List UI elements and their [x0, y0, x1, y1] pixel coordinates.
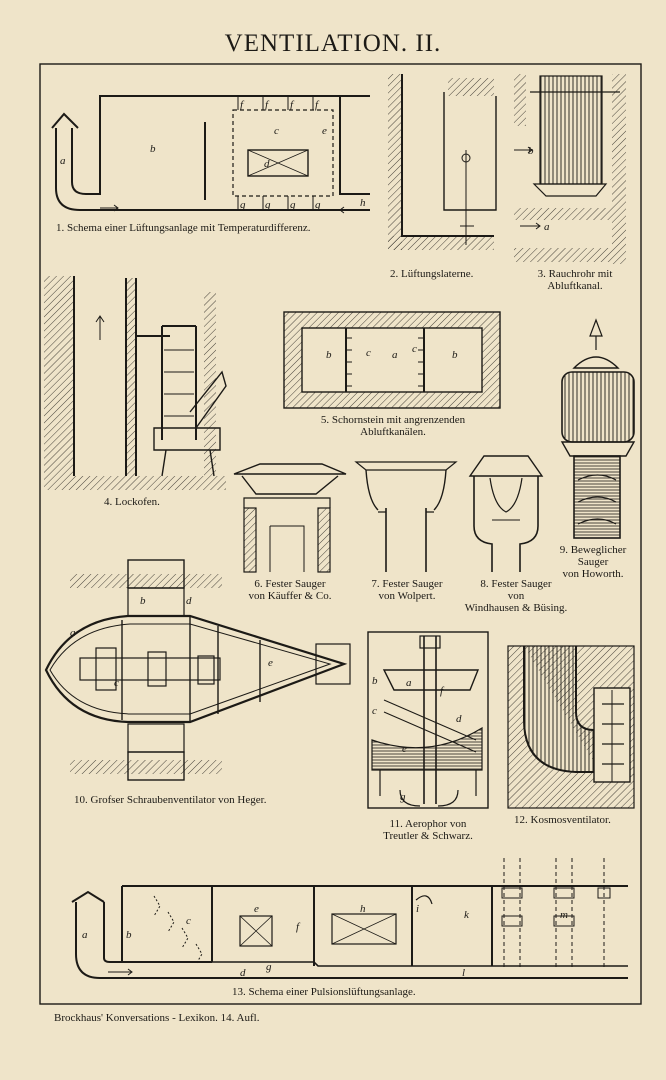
figure-13-labels: a b c d e f g h i k l m: [82, 903, 568, 979]
fig1-label-e: e: [322, 125, 327, 137]
fig11-label-g: g: [400, 791, 406, 803]
caption-fig-3-line-2: Abluftkanal.: [547, 280, 603, 292]
caption-fig-12: 12. Kosmosventilator.: [514, 814, 611, 826]
figure-5-labels: b c a c b: [326, 343, 458, 361]
caption-fig-2: 2. Lüftungslaterne.: [390, 268, 474, 280]
caption-fig-7: 7. Fester Sauger von Wolpert.: [362, 578, 452, 602]
fig1-label-f3: f: [290, 99, 295, 111]
fig1-label-f2: f: [265, 99, 270, 111]
figure-4-diagram: [44, 276, 227, 490]
fig1-label-g2: g: [265, 199, 271, 211]
figure-8-diagram: [468, 455, 544, 572]
caption-fig-9-line-3: von Howorth.: [562, 568, 624, 580]
caption-fig-3: 3. Rauchrohr mit Abluftkanal.: [520, 268, 630, 292]
figure-2-diagram: [388, 74, 497, 250]
figure-9-diagram: [560, 318, 636, 539]
fig11-label-f: f: [440, 685, 445, 697]
figure-5-diagram: [283, 311, 501, 409]
caption-fig-13: 13. Schema einer Pulsionslüftungsanlage.: [232, 986, 416, 998]
fig13-label-h: h: [360, 903, 366, 915]
fig1-label-d: d: [264, 158, 270, 170]
fig10-label-a: a: [70, 627, 76, 639]
fig11-label-a: a: [406, 677, 412, 689]
caption-fig-7-line-1: 7. Fester Sauger: [371, 578, 443, 590]
fig10-label-c: c: [114, 677, 119, 689]
fig5-label-b2: b: [452, 349, 458, 361]
fig13-label-m: m: [560, 909, 568, 921]
figure-12-diagram: [507, 645, 635, 809]
fig1-label-b: b: [150, 143, 156, 155]
fig13-label-k: k: [464, 909, 470, 921]
plate-frame: [39, 63, 642, 1005]
figure-3-diagram: [514, 74, 626, 264]
figure-1-labels: a b c d e f f f f g g g g h: [60, 99, 366, 211]
fig1-label-a: a: [60, 155, 66, 167]
fig11-label-e: e: [402, 743, 407, 755]
fig11-label-d: d: [456, 713, 462, 725]
figure-3-labels: b a: [528, 145, 550, 233]
fig3-label-a: a: [544, 221, 550, 233]
fig13-label-d: d: [240, 967, 246, 979]
fig1-label-f4: f: [315, 99, 320, 111]
fig1-label-h: h: [360, 197, 366, 209]
figure-11-labels: a b c d e f g: [372, 675, 462, 803]
caption-fig-11-line-1: 11. Aerophor von: [389, 818, 467, 830]
caption-fig-5: 5. Schornstein mit angrenzenden Abluftka…: [298, 414, 488, 438]
caption-fig-6-line-2: von Käuffer & Co.: [248, 590, 332, 602]
fig13-label-f: f: [296, 921, 301, 933]
fig13-label-g: g: [266, 961, 272, 973]
fig5-label-c2: c: [412, 343, 417, 355]
fig10-label-d: d: [186, 595, 192, 607]
caption-fig-4: 4. Lockofen.: [104, 496, 160, 508]
fig10-label-b: b: [140, 595, 146, 607]
fig13-label-b: b: [126, 929, 132, 941]
caption-fig-6: 6. Fester Sauger von Käuffer & Co.: [238, 578, 342, 602]
fig10-label-e: e: [268, 657, 273, 669]
caption-fig-3-line-1: 3. Rauchrohr mit: [537, 268, 613, 280]
fig13-label-e: e: [254, 903, 259, 915]
caption-fig-9-line-2: Sauger: [577, 556, 609, 568]
figure-10-labels: a b c d e: [70, 595, 273, 689]
fig1-label-g3: g: [290, 199, 296, 211]
fig1-label-g1: g: [240, 199, 246, 211]
fig11-label-c: c: [372, 705, 377, 717]
caption-fig-8-line-1: 8. Fester Sauger: [480, 578, 552, 590]
fig1-label-g4: g: [315, 199, 321, 211]
caption-fig-11-line-2: Treutler & Schwarz.: [383, 830, 473, 842]
caption-fig-8-line-2: von: [507, 590, 525, 602]
caption-fig-1: 1. Schema einer Lüftungsanlage mit Tempe…: [56, 222, 311, 234]
caption-fig-8: 8. Fester Sauger von Windhausen & Büsing…: [454, 578, 578, 614]
figure-13-diagram: [71, 858, 628, 979]
figure-1-diagram: [51, 95, 370, 214]
caption-fig-5-line-1: 5. Schornstein mit angrenzenden: [320, 414, 466, 426]
fig13-label-c: c: [186, 915, 191, 927]
fig5-label-c1: c: [366, 347, 371, 359]
figure-10-diagram: [44, 559, 351, 781]
figure-7-diagram: [354, 461, 458, 572]
plate-title: VENTILATION. II.: [224, 30, 442, 57]
figure-6-diagram: [233, 463, 347, 573]
caption-fig-10: 10. Grofser Schraubenventilator von Hege…: [74, 794, 267, 806]
figure-11-diagram: [367, 631, 489, 809]
caption-fig-11: 11. Aerophor von Treutler & Schwarz.: [370, 818, 486, 842]
fig13-label-i: i: [416, 903, 419, 915]
footer-citation: Brockhaus' Konversations - Lexikon. 14. …: [54, 1012, 260, 1024]
caption-fig-6-line-1: 6. Fester Sauger: [254, 578, 326, 590]
caption-fig-5-line-2: Abluftkanälen.: [360, 426, 426, 438]
fig13-label-l: l: [462, 967, 465, 979]
fig1-label-f1: f: [240, 99, 245, 111]
fig5-label-a: a: [392, 349, 398, 361]
fig3-label-b: b: [528, 145, 534, 157]
caption-fig-9: 9. Beweglicher Sauger von Howorth.: [550, 544, 636, 580]
caption-fig-8-line-3: Windhausen & Büsing.: [464, 602, 568, 614]
fig11-label-b: b: [372, 675, 378, 687]
fig13-label-a: a: [82, 929, 88, 941]
fig1-label-c: c: [274, 125, 279, 137]
fig5-label-b1: b: [326, 349, 332, 361]
caption-fig-7-line-2: von Wolpert.: [378, 590, 436, 602]
caption-fig-9-line-1: 9. Beweglicher: [559, 544, 627, 556]
